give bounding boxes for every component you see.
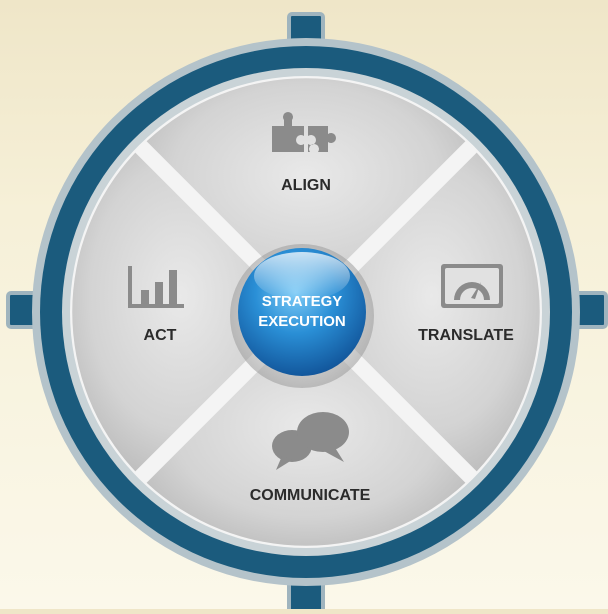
bar-chart-icon <box>128 266 184 308</box>
segment-left <box>72 152 289 472</box>
segment-label-align: ALIGN <box>281 177 331 194</box>
segment-label-translate: TRANSLATE <box>418 327 514 344</box>
center-label-line2: EXECUTION <box>258 313 346 330</box>
center-label-line1: STRATEGY <box>262 293 343 310</box>
segment-label-communicate: COMMUNICATE <box>250 487 371 504</box>
segment-label-act: ACT <box>144 327 177 344</box>
segment-right <box>323 152 540 472</box>
center-sphere-shine <box>254 252 350 300</box>
segment-top <box>146 78 466 295</box>
puzzle-icon <box>272 112 336 152</box>
chat-bubbles-icon <box>272 412 349 470</box>
speedometer-icon <box>441 264 503 308</box>
